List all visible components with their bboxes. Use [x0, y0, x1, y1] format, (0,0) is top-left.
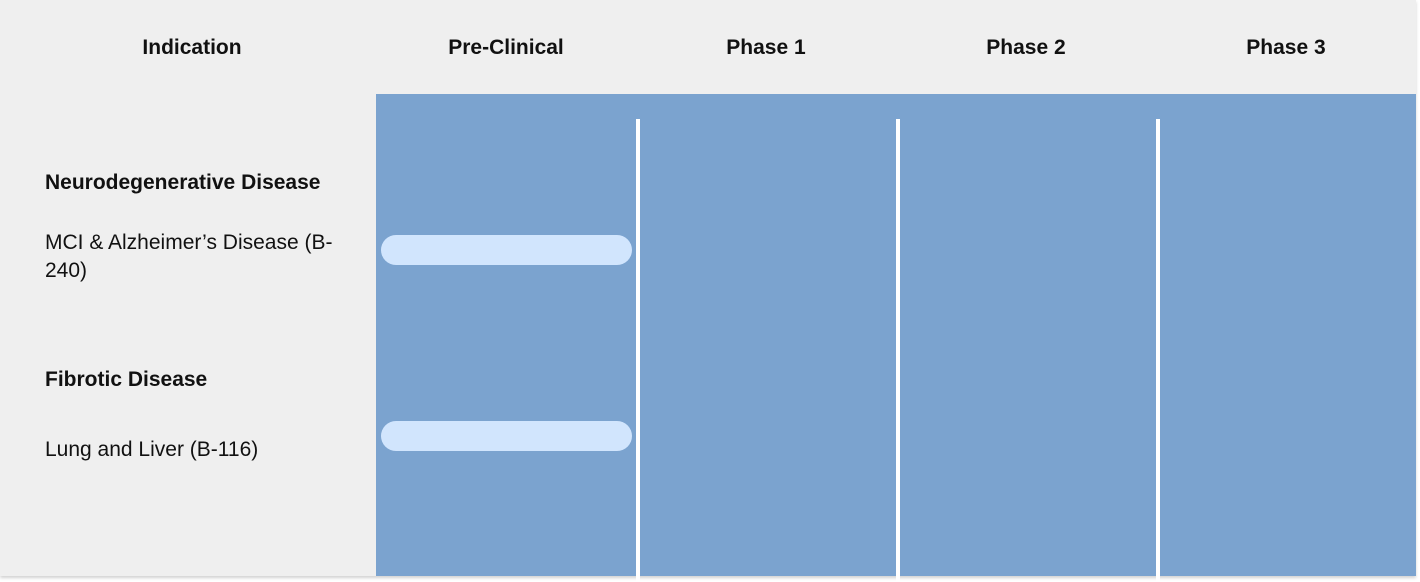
header-indication: Indication: [142, 36, 242, 59]
category-neurodegenerative-disease: Neurodegenerative Disease: [45, 171, 321, 194]
category-fibrotic-disease: Fibrotic Disease: [45, 368, 208, 391]
progress-bar-neurodegenerative: [381, 235, 632, 265]
phase-divider: [1156, 119, 1160, 582]
phase-divider: [896, 119, 900, 582]
program-mci-alzheimers: MCI & Alzheimer’s Disease (B-240): [45, 231, 333, 282]
header-phase-1: Phase 1: [726, 36, 806, 59]
header-pre-clinical: Pre-Clinical: [448, 36, 564, 59]
program-lung-and-liver: Lung and Liver (B-116): [45, 438, 259, 461]
header-phase-2: Phase 2: [986, 36, 1066, 59]
progress-bar-fibrotic: [381, 421, 632, 451]
phase-divider: [636, 119, 640, 582]
header-phase-3: Phase 3: [1246, 36, 1326, 59]
phase-area: [376, 94, 1416, 582]
